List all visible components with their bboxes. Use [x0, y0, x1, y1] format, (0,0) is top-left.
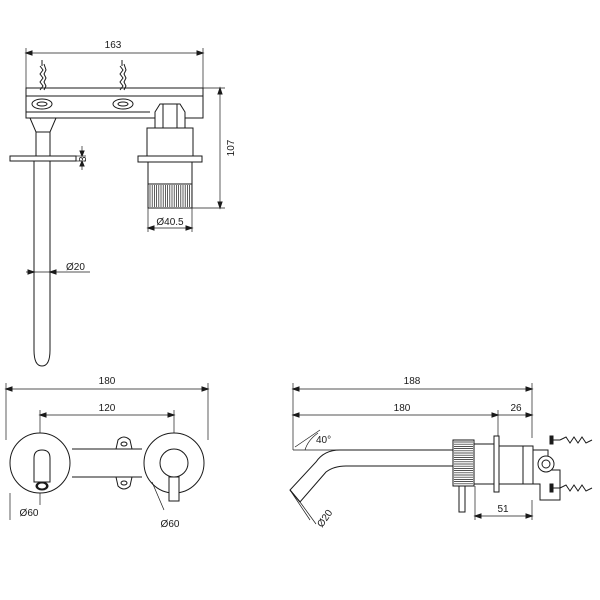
- dim-label-tip-diameter: Ø20: [315, 508, 335, 530]
- dim-label-cartridge-diameter: Ø40.5: [156, 217, 184, 228]
- handle-hub: [159, 448, 189, 478]
- spout-outlet: [33, 449, 51, 483]
- spout-side: [289, 449, 454, 503]
- spout-connector: [29, 117, 57, 133]
- dim-label-107: 107: [226, 139, 237, 156]
- mounting-lug-top: [115, 436, 133, 450]
- dim-label-spout-diameter: Ø20: [66, 262, 85, 273]
- wall-screw-right: [112, 60, 134, 110]
- side-knurl-lines: [454, 441, 473, 487]
- spout-flange: [9, 155, 77, 162]
- cartridge: [137, 103, 203, 185]
- side-screw-bottom: [549, 483, 593, 493]
- dim-label-front-width: 180: [99, 376, 116, 387]
- dim-label-front-spacing: 120: [99, 403, 116, 414]
- dim-label-right-plate: Ø60: [161, 519, 180, 530]
- mounting-lug-bottom: [115, 476, 133, 490]
- side-view: 188 180 26 40° Ø20: [289, 376, 593, 530]
- valve-body-bar: [25, 87, 204, 119]
- dim-label-side-overall: 188: [404, 376, 421, 387]
- side-handle-lever: [458, 485, 466, 513]
- dim-label-angle: 40°: [316, 435, 331, 446]
- dim-label-163: 163: [105, 40, 122, 51]
- handle-lever: [168, 476, 180, 502]
- side-wall-plate: [493, 435, 500, 493]
- knurl-lines: [149, 185, 193, 207]
- arrow-head: [24, 50, 33, 56]
- wall-screw-left: [31, 60, 53, 110]
- front-view: 180 120 Ø60 Ø60: [4, 376, 210, 530]
- dim-label-left-plate: Ø60: [20, 508, 39, 519]
- dim-label-side-body: 26: [510, 403, 522, 414]
- top-view: 163 107: [9, 40, 237, 367]
- dim-label-side-spout: 180: [394, 403, 411, 414]
- spout-top-view: [33, 161, 51, 367]
- side-screw-top: [549, 435, 593, 445]
- dim-label-3: 3: [78, 156, 89, 162]
- dim-label-side-depth: 51: [497, 504, 509, 515]
- arrow-head: [196, 50, 205, 56]
